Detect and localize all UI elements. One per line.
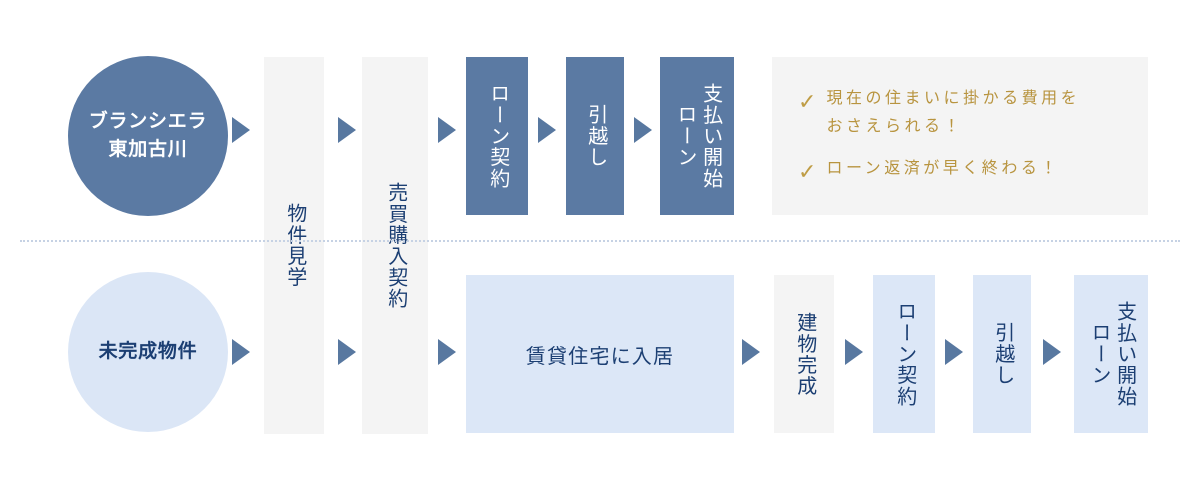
top-step-loan-contract-label: ローン契約 (486, 83, 509, 189)
top-step-moving-label: 引越し (584, 104, 607, 168)
benefit-text: 現在の住まいに掛かる費用を おさえられる！ (826, 85, 1080, 141)
bottom-step-rental-housing: 賃貸住宅に入居 (466, 275, 734, 433)
bottom-row-circle-label: 未完成物件 (98, 341, 198, 363)
shared-step-purchase-contract: 売買購入契約 (362, 57, 428, 434)
bottom-step-loan-payment-start-label-left: 支払い開始 (1113, 301, 1136, 407)
bottom-row-circle-unfinished-property: 未完成物件 (68, 272, 228, 432)
check-icon: ✓ (798, 89, 817, 114)
benefit-text: ローン返済が早く終わる！ (826, 155, 1059, 183)
arrow-bottom-6 (945, 339, 963, 365)
bottom-step-building-completion-label: 建物完成 (793, 311, 816, 397)
bottom-step-loan-payment-start: ローン 支払い開始 (1074, 275, 1148, 433)
arrow-bottom-7 (1043, 339, 1061, 365)
top-row-circle-label: ブランシエラ 東加古川 (88, 111, 208, 160)
benefit-item: ✓ 現在の住まいに掛かる費用を おさえられる！ (798, 85, 1122, 141)
top-step-loan-payment-start: ローン 支払い開始 (660, 57, 734, 215)
benefit-text-line1: 現在の住まいに掛かる費用を (826, 90, 1081, 107)
benefit-text-line1: ローン返済が早く終わる！ (826, 160, 1060, 177)
benefit-item: ✓ ローン返済が早く終わる！ (798, 155, 1122, 188)
row-divider (20, 240, 1180, 242)
benefits-panel: ✓ 現在の住まいに掛かる費用を おさえられる！ ✓ ローン返済が早く終わる！ (772, 57, 1148, 215)
arrow-top-5 (634, 117, 652, 143)
arrow-bottom-2 (338, 339, 356, 365)
top-row-circle-branciera: ブランシエラ 東加古川 (68, 56, 228, 216)
arrow-bottom-5 (845, 339, 863, 365)
arrow-top-4 (538, 117, 556, 143)
shared-step-property-viewing-label: 物件見学 (283, 203, 306, 288)
arrow-bottom-1 (232, 339, 250, 365)
arrow-bottom-3 (438, 339, 456, 365)
shared-step-property-viewing: 物件見学 (264, 57, 324, 434)
bottom-step-moving: 引越し (973, 275, 1031, 433)
arrow-top-3 (438, 117, 456, 143)
bottom-step-building-completion: 建物完成 (774, 275, 834, 433)
top-step-loan-contract: ローン契約 (466, 57, 528, 215)
top-step-loan-payment-start-label-left: 支払い開始 (699, 83, 722, 189)
top-step-loan-payment-start-label-right: ローン (674, 104, 696, 168)
arrow-bottom-4 (742, 339, 760, 365)
arrow-top-2 (338, 117, 356, 143)
top-step-moving: 引越し (566, 57, 624, 215)
bottom-step-loan-payment-start-label-right: ローン (1088, 322, 1110, 386)
arrow-top-1 (232, 117, 250, 143)
bottom-step-loan-contract: ローン契約 (873, 275, 935, 433)
bottom-step-loan-contract-label: ローン契約 (893, 301, 916, 407)
check-icon: ✓ (798, 159, 817, 184)
shared-step-purchase-contract-label: 売買購入契約 (384, 181, 407, 310)
bottom-step-rental-housing-label: 賃貸住宅に入居 (525, 345, 675, 368)
bottom-step-moving-label: 引越し (991, 322, 1014, 386)
benefit-text-line2: おさえられる！ (826, 118, 964, 135)
